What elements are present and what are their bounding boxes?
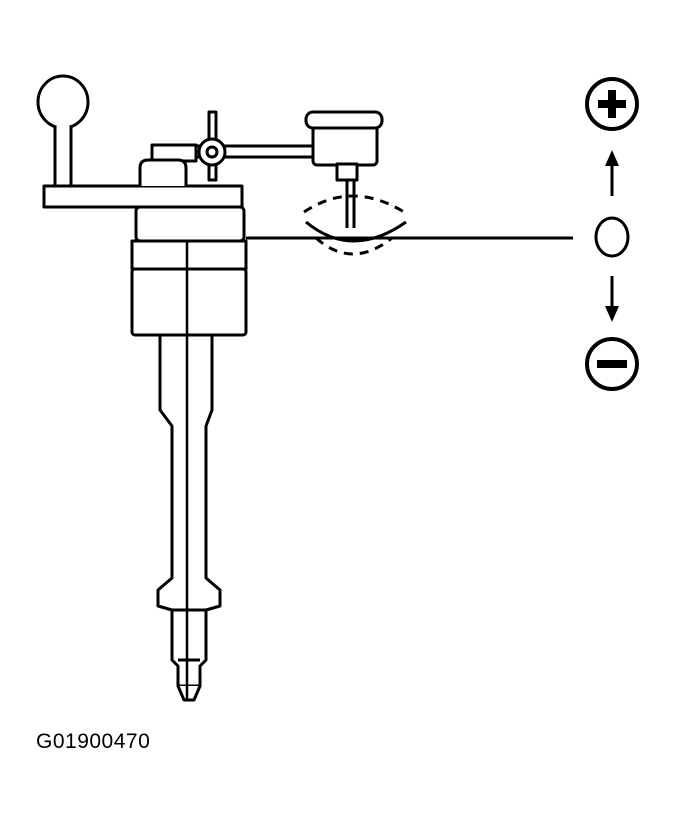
main-housing <box>130 205 248 337</box>
injector-shaft <box>156 241 222 702</box>
dial-gauge <box>304 110 384 228</box>
motion-arcs <box>303 194 407 256</box>
gauge-support <box>138 110 316 186</box>
housing-upper <box>134 205 246 243</box>
arrow-down-icon <box>605 276 619 322</box>
housing-lower <box>130 267 248 337</box>
arrow-up-icon <box>605 150 619 196</box>
housing-middle <box>130 239 248 271</box>
handle-assembly <box>36 74 90 190</box>
zero-circle-icon <box>594 216 630 258</box>
mount-block <box>138 158 188 186</box>
handle-ball <box>36 74 90 130</box>
plus-circle-icon <box>585 77 639 131</box>
figure-code: G01900470 <box>36 730 151 753</box>
gauge-stem-block <box>335 162 359 182</box>
lever-arm <box>42 184 244 209</box>
handle-stem <box>53 126 73 190</box>
minus-circle-icon <box>585 337 639 391</box>
gauge-bezel <box>304 110 384 130</box>
